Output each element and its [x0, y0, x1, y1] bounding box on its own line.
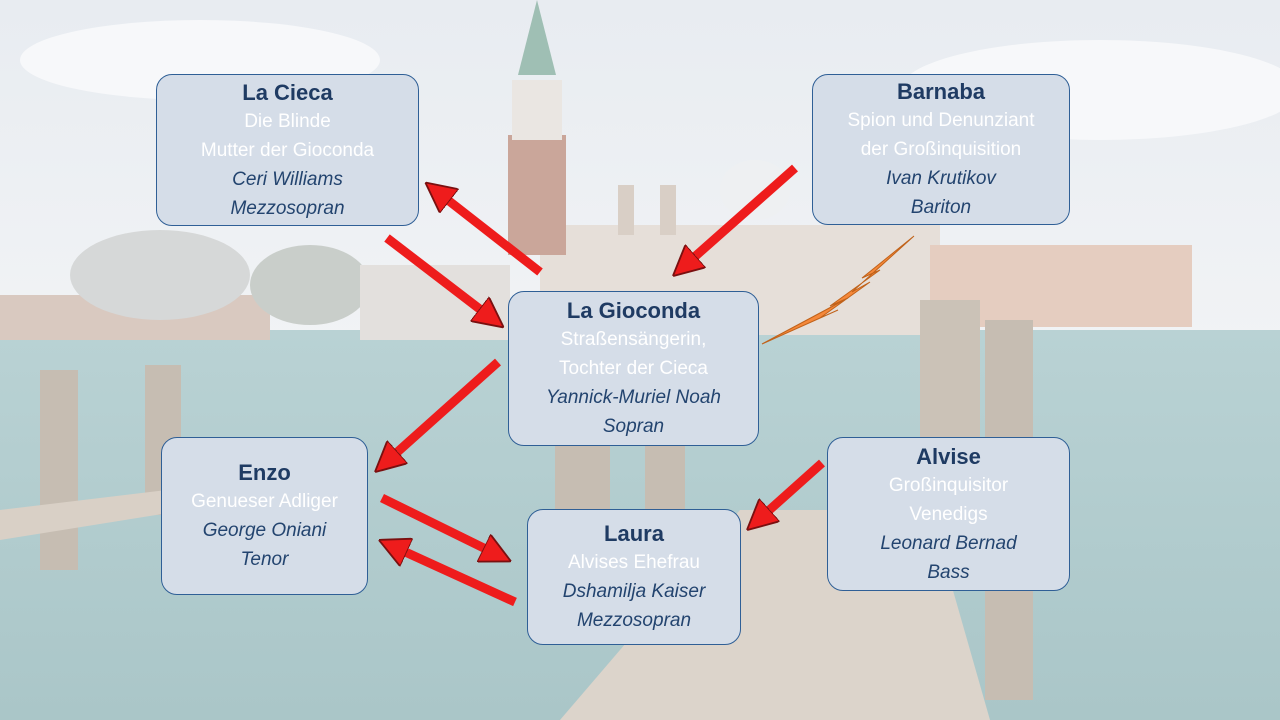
arrow-laura-to-enzo	[390, 545, 517, 607]
singer-name: Leonard Bernad	[880, 532, 1017, 554]
card-la-gioconda: La Gioconda Straßensängerin, Tochter der…	[508, 291, 759, 446]
character-role: Genueser Adliger	[191, 491, 338, 512]
character-name: La Gioconda	[566, 298, 701, 323]
lightning-barnaba-to-gioconda	[761, 235, 915, 345]
arrow-enzo-to-laura	[380, 493, 500, 556]
character-name: La Cieca	[242, 79, 333, 105]
arrow-gioconda-to-cieca	[435, 190, 543, 276]
singer-name: Yannick-Muriel Noah	[546, 387, 721, 408]
arrow-cieca-to-gioconda	[384, 234, 494, 320]
card-alvise: Alvise Großinquisitor Venedigs Leonard B…	[827, 437, 1070, 591]
voice-type: Bariton	[910, 197, 972, 218]
character-role: der Großinquisition	[860, 139, 1022, 160]
character-name: Laura	[604, 521, 664, 546]
character-role: Die Blinde	[244, 110, 331, 132]
card-la-cieca: La Cieca Die Blinde Mutter der Gioconda …	[156, 74, 419, 226]
character-name: Barnaba	[896, 79, 986, 104]
card-barnaba: Barnaba Spion und Denunziant der Großinq…	[812, 74, 1070, 225]
voice-type: Sopran	[602, 416, 665, 437]
singer-name: Dshamilja Kaiser	[562, 581, 706, 602]
arrow-gioconda-to-enzo	[384, 358, 502, 464]
singer-name: Ivan Krutikov	[886, 168, 996, 189]
character-role: Großinquisitor	[888, 474, 1009, 496]
singer-name: Ceri Williams	[232, 168, 343, 190]
character-role: Alvises Ehefrau	[567, 552, 700, 573]
character-role: Venedigs	[909, 503, 988, 525]
character-name: Alvise	[916, 443, 981, 469]
character-role: Spion und Denunziant	[847, 110, 1035, 131]
arrow-alvise-to-laura	[756, 459, 825, 522]
character-role: Mutter der Gioconda	[200, 139, 375, 161]
character-role: Straßensängerin,	[560, 329, 707, 350]
character-role: Tochter der Cieca	[559, 358, 708, 379]
character-name: Enzo	[238, 460, 291, 485]
card-laura: Laura Alvises Ehefrau Dshamilja Kaiser M…	[527, 509, 741, 645]
arrow-barnaba-to-gioconda	[682, 164, 798, 268]
voice-type: Tenor	[240, 549, 289, 570]
card-enzo: Enzo Genueser Adliger George Oniani Teno…	[161, 437, 368, 595]
voice-type: Bass	[927, 561, 970, 583]
voice-type: Mezzosopran	[230, 197, 345, 219]
singer-name: George Oniani	[202, 520, 327, 541]
voice-type: Mezzosopran	[576, 610, 692, 631]
